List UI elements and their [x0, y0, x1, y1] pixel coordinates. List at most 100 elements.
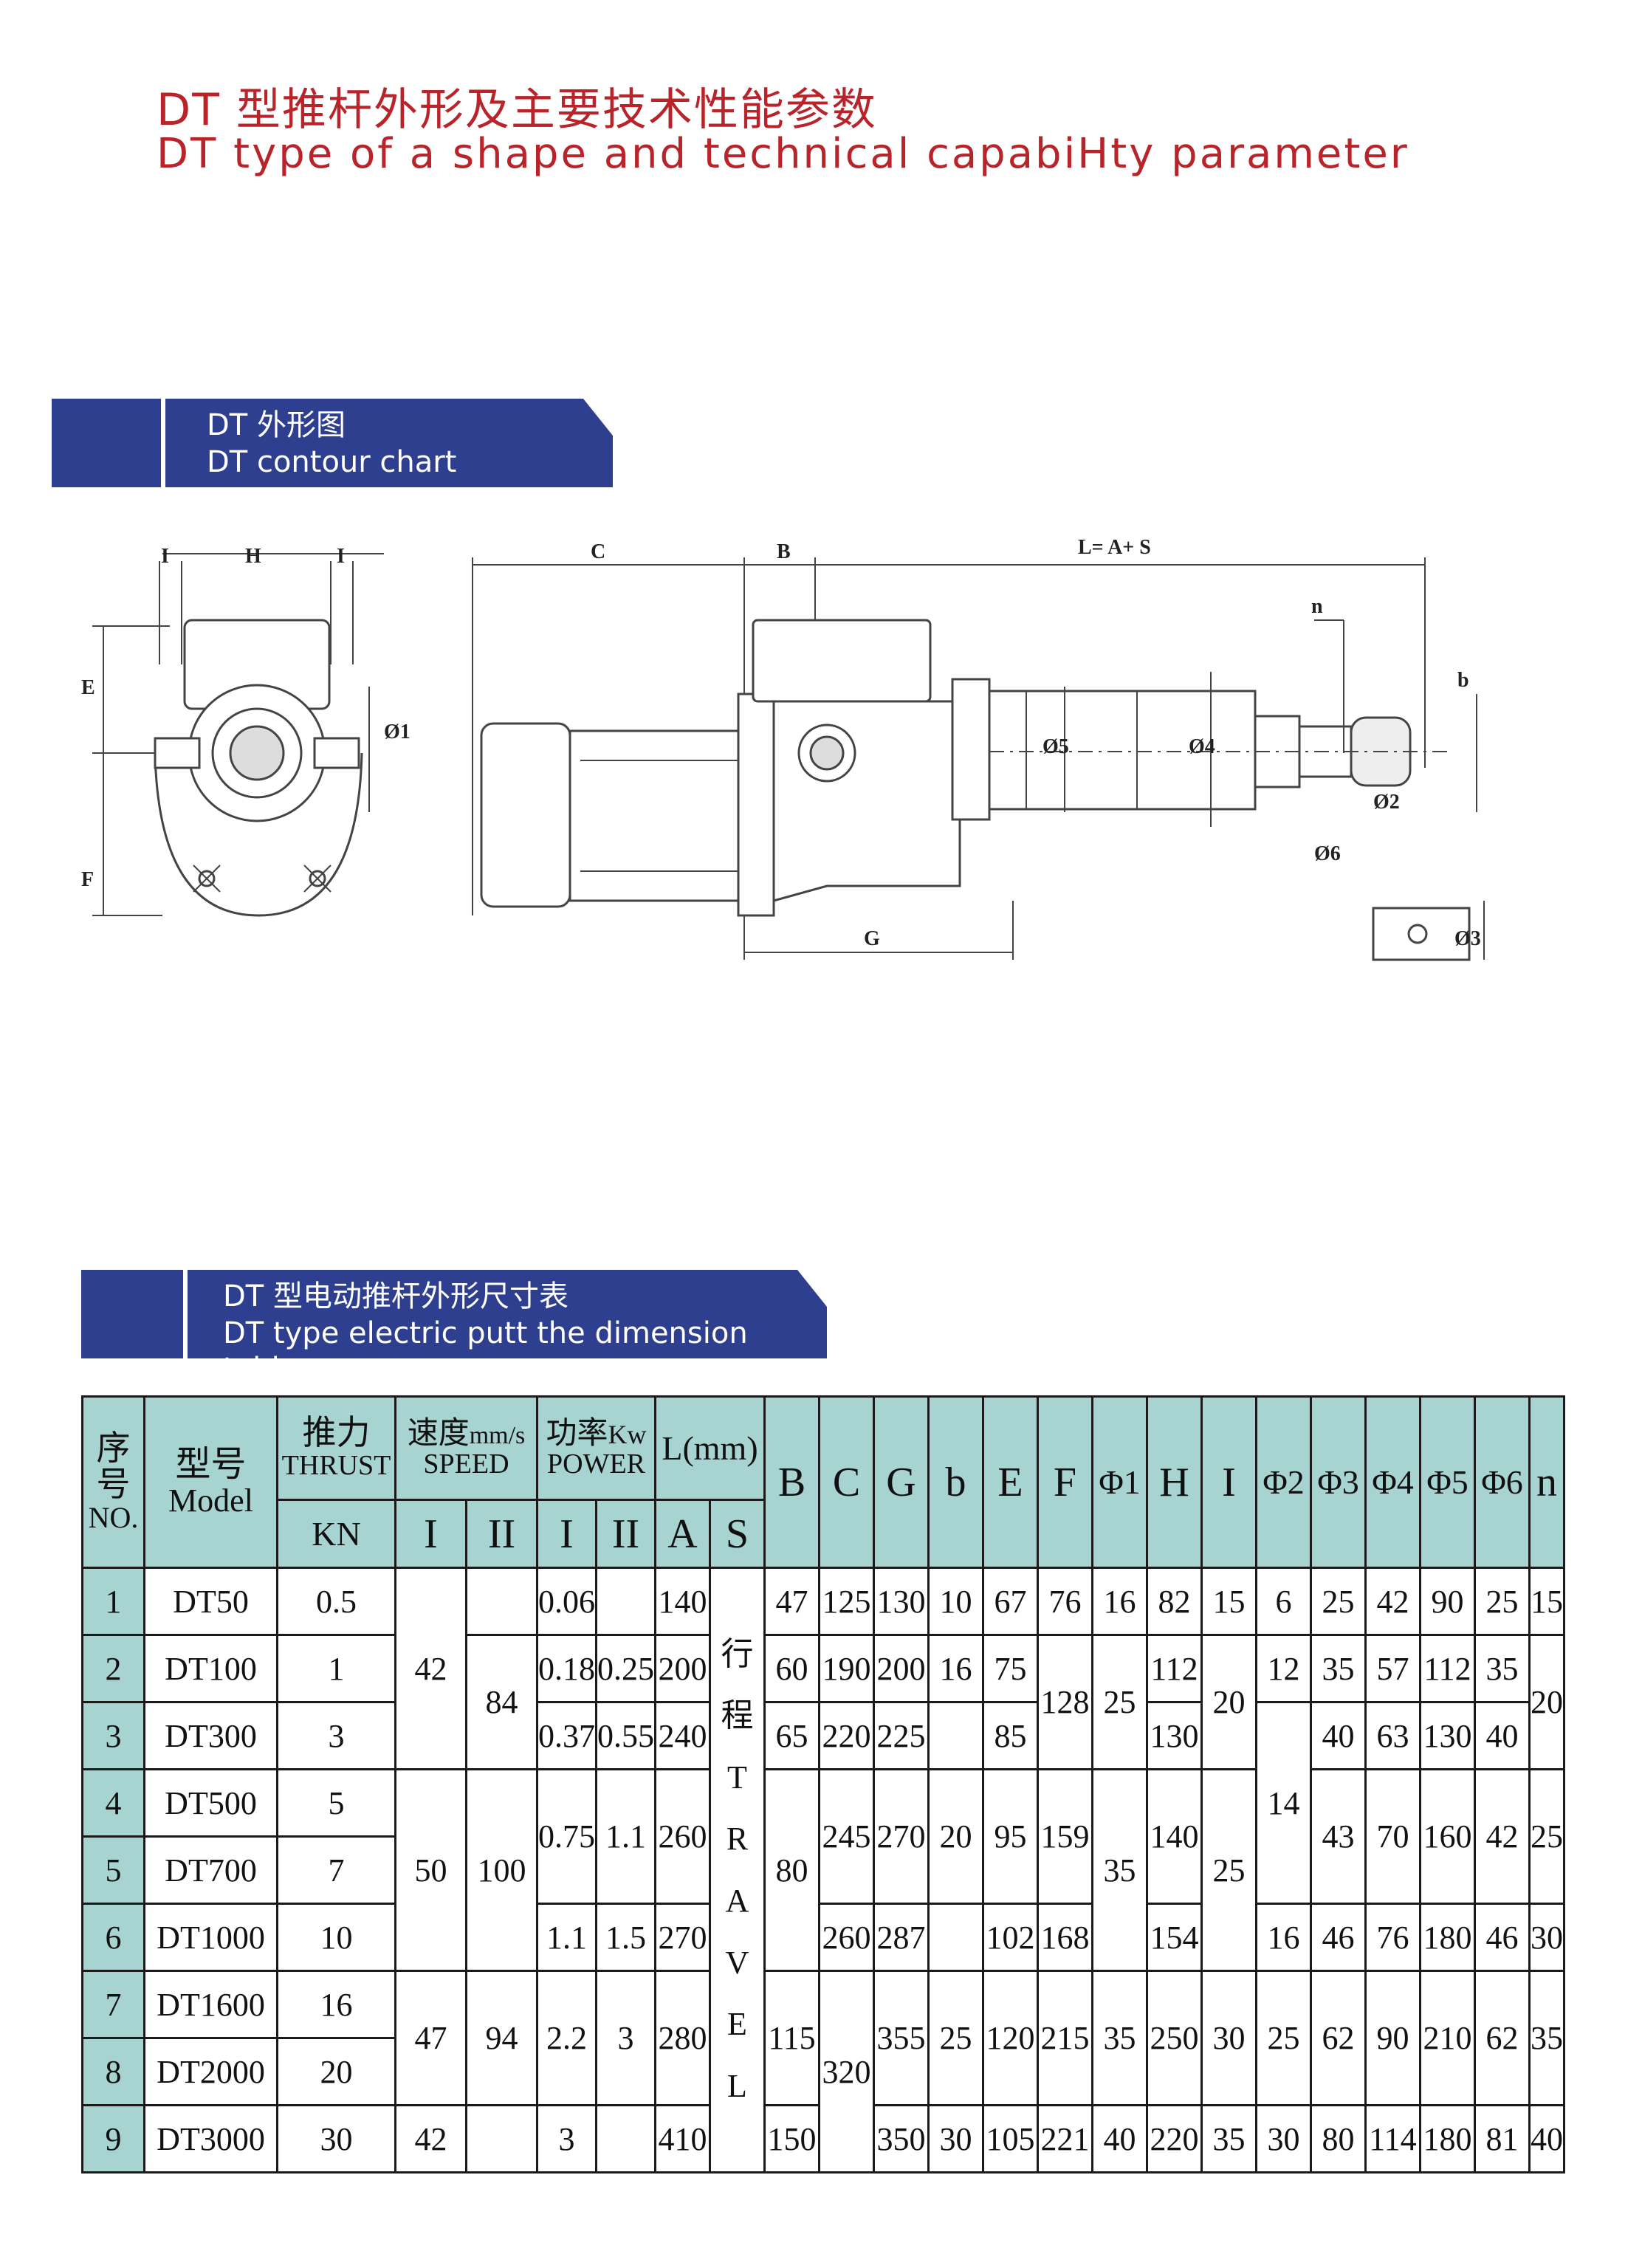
power-ii-cell: 1.5: [595, 1903, 656, 1972]
b-cell: 60: [763, 1634, 820, 1703]
header-col-i: I: [1200, 1395, 1257, 1569]
header-speed-en: SPEED: [423, 1448, 509, 1480]
model-cell: DT100: [143, 1634, 278, 1703]
model-cell: DT1000: [143, 1903, 278, 1972]
dim-label-i-right: I: [337, 545, 345, 568]
b-cell: 150: [763, 2104, 820, 2174]
power-i-cell: 3: [536, 2104, 597, 2174]
header-col-g: G: [873, 1395, 930, 1569]
h-cell: 130: [1146, 1701, 1203, 1770]
header-col-f: F: [1037, 1395, 1093, 1569]
phi2-cell: 16: [1255, 1903, 1312, 1972]
table-row: 3 DT300 3 0.37 0.55 240 65 220 225 85 13…: [81, 1701, 1564, 1905]
travel-cell: 行 程 T R A V E L: [709, 1567, 766, 2174]
a-cell: 260: [654, 1768, 711, 1905]
header-speed-unit: mm/s: [469, 1421, 526, 1449]
phi4-cell: 63: [1364, 1701, 1421, 1770]
phi2-cell: 12: [1255, 1634, 1312, 1703]
phi6-cell: 81: [1474, 2104, 1531, 2174]
thrust-cell: 20: [276, 2037, 396, 2106]
g-cell: 287: [873, 1903, 930, 1972]
a-cell: 410: [654, 2104, 711, 2174]
header-speed-cn: 速度: [407, 1416, 470, 1451]
h-cell: 154: [1146, 1903, 1203, 1972]
dimension-table-banner: DT 型电动推杆外形尺寸表 DT type electric putt the …: [81, 1270, 827, 1386]
contour-banner-cn: DT 外形图: [207, 408, 346, 442]
row-no: 3: [81, 1701, 145, 1770]
e-cell: 102: [982, 1903, 1039, 1972]
header-thrust-en: THRUST: [281, 1449, 391, 1481]
f-cell: 221: [1037, 2104, 1093, 2174]
phi2-cell: 25: [1255, 1970, 1312, 2106]
header-no-en: NO.: [88, 1500, 139, 1534]
banner-shape: [81, 1270, 827, 1358]
row-no: 6: [81, 1903, 145, 1972]
header-thrust: 推力 THRUST: [276, 1395, 396, 1501]
header-col-phi1: Φ1: [1091, 1395, 1148, 1569]
g-cell: 350: [873, 2104, 930, 2174]
travel-char: 程: [721, 1697, 754, 1734]
banner-shape: [52, 399, 613, 487]
power-i-cell: 1.1: [536, 1903, 597, 1972]
row-no: 7: [81, 1970, 145, 2039]
a-cell: 270: [654, 1903, 711, 1972]
header-power-cn: 功率: [546, 1416, 608, 1451]
b-small-cell: [927, 1903, 984, 1972]
travel-char: A: [725, 1883, 749, 1919]
power-i-cell: 0.75: [536, 1768, 597, 1905]
power-i-cell: 0.37: [536, 1701, 597, 1770]
thrust-cell: 1: [276, 1634, 396, 1703]
table-row: 4 DT500 5 50 100 0.75 1.1 260 80 245 270…: [81, 1768, 1565, 1972]
phi5-cell: 90: [1419, 1567, 1476, 1636]
phi5-cell: 210: [1419, 1970, 1476, 2106]
a-cell: 200: [654, 1634, 711, 1703]
h-cell: 250: [1146, 1970, 1203, 2106]
power-ii-cell: 0.25: [595, 1634, 656, 1703]
header-thrust-unit: KN: [276, 1499, 396, 1569]
row-no: 5: [81, 1835, 145, 1905]
c-cell: 260: [818, 1903, 875, 1972]
dim-label-b-upper: B: [777, 540, 791, 563]
speed-i-cell: 50: [394, 1768, 467, 1972]
phi6-cell: 35: [1474, 1634, 1531, 1703]
header-s: S: [709, 1499, 766, 1569]
phi5-cell: 112: [1419, 1634, 1476, 1703]
phi6-cell: 42: [1474, 1768, 1531, 1905]
b-small-cell: 16: [927, 1634, 984, 1703]
phi2-cell: 30: [1255, 2104, 1312, 2174]
phi3-cell: 62: [1310, 1970, 1367, 2106]
phi1-cell: 40: [1091, 2104, 1148, 2174]
header-a: A: [654, 1499, 711, 1569]
thrust-cell: 7: [276, 1835, 396, 1905]
thrust-cell: 0.5: [276, 1567, 396, 1636]
power-ii-cell: 0.55: [595, 1701, 656, 1770]
phi5-cell: 180: [1419, 2104, 1476, 2174]
h-cell: 220: [1146, 2104, 1203, 2174]
table-row: 6 DT1000 10 1.1 1.5 270 260 287 102 168 …: [81, 1903, 1565, 1972]
header-col-b-small: b: [927, 1395, 984, 1569]
f-cell: 215: [1037, 1970, 1093, 2106]
model-cell: DT50: [143, 1567, 278, 1636]
side-view: [472, 557, 1485, 961]
thrust-cell: 10: [276, 1903, 396, 1972]
dim-label-h: H: [245, 545, 261, 568]
header-no-cn: 序号: [96, 1429, 131, 1503]
dim-label-phi4: Ø4: [1189, 735, 1215, 758]
phi2-cell: 14: [1255, 1701, 1312, 1905]
b-cell: 80: [763, 1768, 820, 1972]
table-row: 5 DT700 7: [81, 1835, 1564, 1905]
dim-label-phi3: Ø3: [1454, 927, 1481, 950]
b-small-cell: 30: [927, 2104, 984, 2174]
n-cell: 35: [1528, 1970, 1565, 2106]
phi3-cell: 35: [1310, 1634, 1367, 1703]
phi5-cell: 180: [1419, 1903, 1476, 1972]
header-power-en: POWER: [547, 1448, 645, 1480]
dim-label-g: G: [864, 927, 880, 950]
contour-chart-banner: DT 外形图 DT contour chart: [52, 399, 613, 487]
table-banner-en: DT type electric putt the dimension tabl…: [223, 1316, 748, 1386]
model-cell: DT300: [143, 1701, 278, 1770]
travel-char: E: [727, 2006, 747, 2043]
header-l-mm: L(mm): [654, 1395, 766, 1501]
dim-label-phi6: Ø6: [1314, 842, 1341, 865]
b-small-cell: 25: [927, 1970, 984, 2106]
